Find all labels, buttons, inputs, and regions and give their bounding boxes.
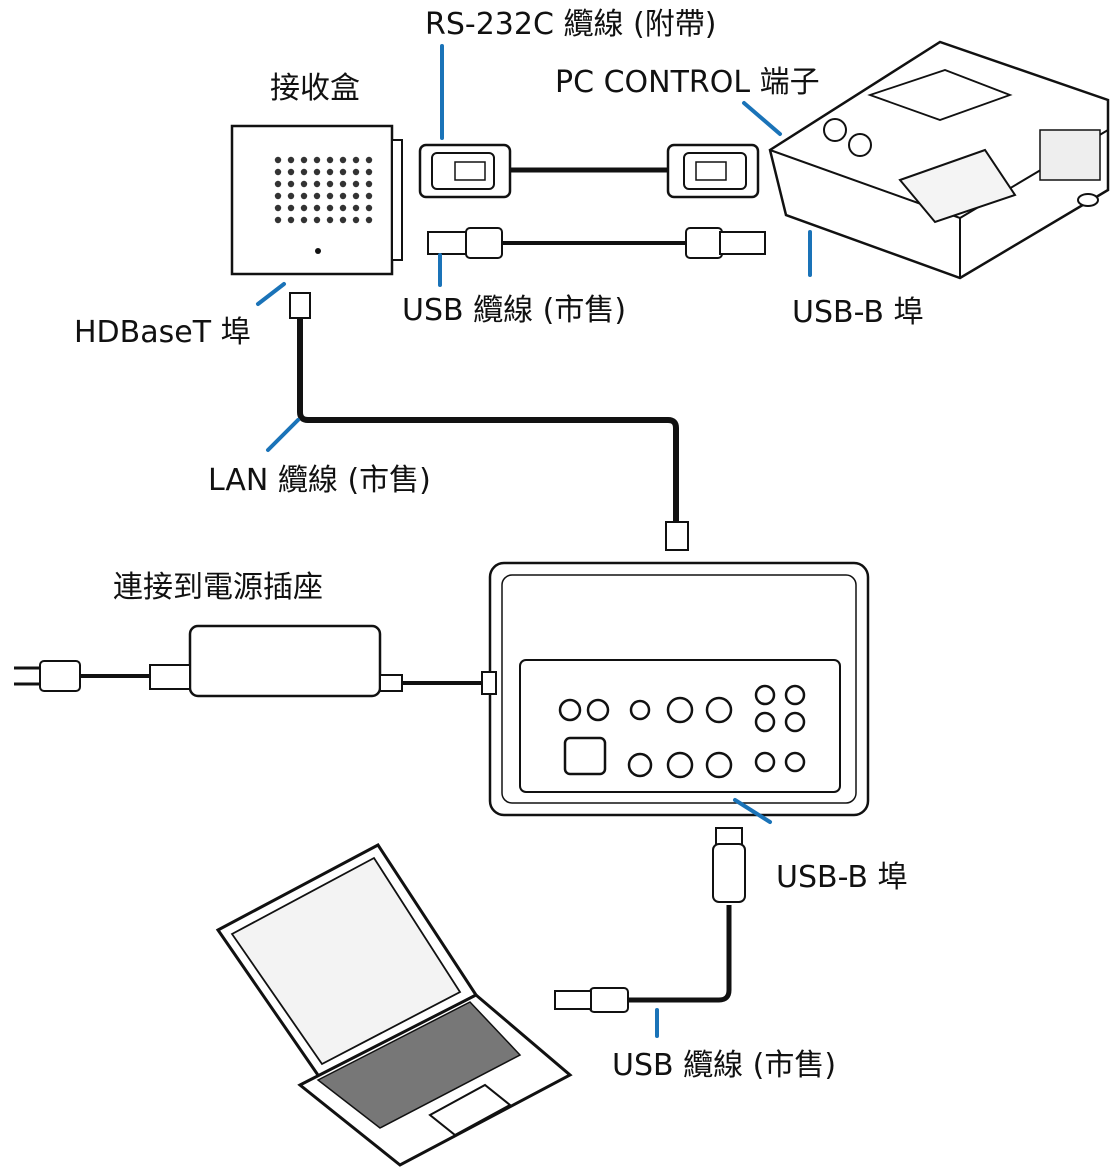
panel-knob — [586, 698, 610, 722]
panel-knob — [754, 684, 776, 706]
vent-hole — [326, 180, 334, 188]
vent-hole — [287, 168, 295, 176]
vent-hole — [326, 156, 334, 164]
projector-icon — [768, 40, 1110, 280]
vent-hole — [300, 156, 308, 164]
vent-hole — [287, 216, 295, 224]
vent-hole — [274, 204, 282, 212]
vent-hole — [352, 204, 360, 212]
callout-lines — [256, 44, 812, 1038]
callout-hdbaset — [256, 282, 286, 306]
panel-knob — [558, 698, 582, 722]
vent-hole — [287, 192, 295, 200]
vent-hole — [365, 168, 373, 176]
vent-hole — [313, 216, 321, 224]
panel-knob — [784, 711, 806, 733]
label-usb-b-port-transmitter: USB-B 埠 — [776, 860, 907, 895]
label-receiver-box: 接收盒 — [270, 71, 360, 106]
vent-hole — [339, 204, 347, 212]
vent-hole — [339, 168, 347, 176]
usb-cable-bottom — [554, 827, 746, 1013]
vent-hole — [326, 216, 334, 224]
label-pc-control-port: PC CONTROL 端子 — [555, 65, 820, 100]
vent-hole — [300, 168, 308, 176]
label-usb-cable-bottom: USB 纜線 (市售) — [612, 1048, 836, 1083]
panel-knob — [666, 696, 694, 724]
vent-hole — [352, 192, 360, 200]
vent-hole — [339, 180, 347, 188]
transmitter-icon — [488, 561, 870, 817]
vent-hole — [287, 156, 295, 164]
panel-knob — [705, 696, 733, 724]
callout-usb-b-transmitter — [733, 798, 772, 824]
vent-hole — [287, 204, 295, 212]
panel-knob — [666, 751, 694, 779]
rs232c-cable — [418, 143, 760, 199]
vent-hole — [365, 156, 373, 164]
vent-hole — [313, 180, 321, 188]
vent-hole — [339, 192, 347, 200]
vent-hole — [313, 204, 321, 212]
vent-hole — [339, 216, 347, 224]
callout-lan — [266, 418, 300, 452]
panel-knob — [754, 751, 776, 773]
vent-hole — [352, 216, 360, 224]
label-power-outlet: 連接到電源插座 — [113, 570, 323, 605]
vent-hole — [339, 156, 347, 164]
label-usb-cable-top: USB 纜線 (市售) — [402, 293, 626, 328]
vent-hole — [274, 180, 282, 188]
vent-hole — [274, 192, 282, 200]
label-usb-b-port-projector: USB-B 埠 — [792, 295, 923, 330]
vent-hole — [365, 192, 373, 200]
panel-knob — [784, 684, 806, 706]
label-rs232c-cable: RS-232C 纜線 (附帶) — [425, 7, 716, 42]
vent-hole — [300, 204, 308, 212]
vent-hole — [352, 156, 360, 164]
vent-hole — [274, 156, 282, 164]
vent-hole — [300, 192, 308, 200]
callout-pc-control — [742, 101, 782, 136]
vent-hole — [313, 168, 321, 176]
vent-hole — [274, 168, 282, 176]
vent-hole — [326, 204, 334, 212]
vent-hole — [300, 216, 308, 224]
panel-knob — [629, 699, 651, 721]
vent-hole — [326, 192, 334, 200]
label-lan-cable: LAN 纜線 (市售) — [208, 463, 431, 498]
vent-hole — [365, 180, 373, 188]
vent-hole — [287, 180, 295, 188]
vent-hole — [300, 180, 308, 188]
laptop-icon — [215, 843, 573, 1167]
panel-knob — [754, 711, 776, 733]
vent-hole — [274, 216, 282, 224]
receiver-box-icon — [230, 124, 403, 276]
panel-knob — [627, 752, 653, 778]
vent-hole — [352, 168, 360, 176]
vent-hole — [326, 168, 334, 176]
label-hdbaset-port: HDBaseT 埠 — [74, 315, 251, 350]
panel-knob — [784, 751, 806, 773]
vent-hole — [365, 204, 373, 212]
usb-cable-top — [427, 227, 766, 259]
vent-hole — [365, 216, 373, 224]
lan-cable — [289, 292, 689, 551]
panel-knob — [705, 751, 733, 779]
power-adapter-icon — [14, 624, 497, 698]
vent-hole — [313, 156, 321, 164]
vent-hole — [352, 180, 360, 188]
vent-hole — [313, 192, 321, 200]
